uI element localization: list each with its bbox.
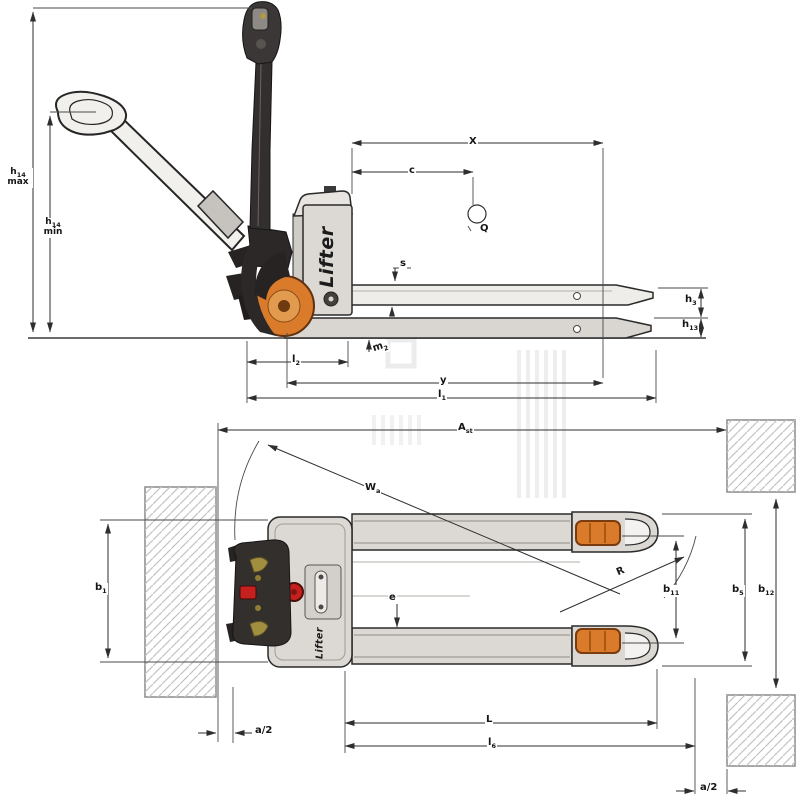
dim-label-l2: l2 xyxy=(291,354,301,367)
dim-label-a2-left: a/2 xyxy=(254,725,274,737)
watermark xyxy=(372,337,566,498)
dim-wa-line xyxy=(267,444,621,595)
dim-label-b1: b1 xyxy=(94,582,108,595)
hatched-block-bottom-right xyxy=(726,694,796,767)
tiller-swing-arc xyxy=(234,440,260,541)
fork-top-lower xyxy=(351,625,659,667)
dim-label-x: X xyxy=(468,136,478,148)
dim-label-ast: Ast xyxy=(457,422,474,435)
tiller-inclined xyxy=(55,90,246,252)
dim-label-wa: Wa xyxy=(364,482,382,495)
dim-label-b5: b5 xyxy=(731,584,745,597)
hatched-block-left xyxy=(144,486,217,698)
dim-label-s: s xyxy=(399,258,407,270)
tiller-vertical xyxy=(242,1,282,231)
dim-label-l6: l6 xyxy=(487,737,497,750)
dim-label-L: L xyxy=(485,714,494,726)
side-view-drawing xyxy=(28,1,708,403)
dim-label-b12: b12 xyxy=(757,584,776,597)
load-roller-lower xyxy=(575,628,621,654)
fork-raised-side xyxy=(329,284,654,306)
dim-label-a2-right: a/2 xyxy=(699,782,719,794)
dim-label-q: Q xyxy=(479,223,490,235)
dim-label-l1: l1 xyxy=(437,389,447,402)
fork-lowered-side xyxy=(284,317,652,339)
hatched-block-top-right xyxy=(726,419,796,493)
dim-label-h14-min: h14 min xyxy=(38,217,68,238)
dim-label-c: c xyxy=(408,165,416,177)
tiller-head-top xyxy=(226,539,292,647)
dim-label-h13: h13 xyxy=(681,319,700,332)
side-view-dimensions xyxy=(30,7,708,403)
dim-label-y: y xyxy=(439,375,448,387)
brand-logo-side: Lifter xyxy=(316,226,338,288)
dim-label-b11: b11 xyxy=(662,584,681,597)
dim-label-h14-max: h14 max xyxy=(3,167,33,188)
fork-top-upper xyxy=(351,511,659,553)
brand-logo-top: Lifter xyxy=(314,626,326,660)
top-view-drawing xyxy=(100,419,796,794)
steer-wheel-assembly xyxy=(226,225,315,337)
load-roller-upper xyxy=(575,520,621,546)
dim-label-e: e xyxy=(388,592,397,604)
top-view-dimensions xyxy=(100,423,779,794)
dim-label-h3: h3 xyxy=(684,294,698,307)
dim-r-line xyxy=(559,556,685,613)
load-center-symbol xyxy=(467,204,487,224)
